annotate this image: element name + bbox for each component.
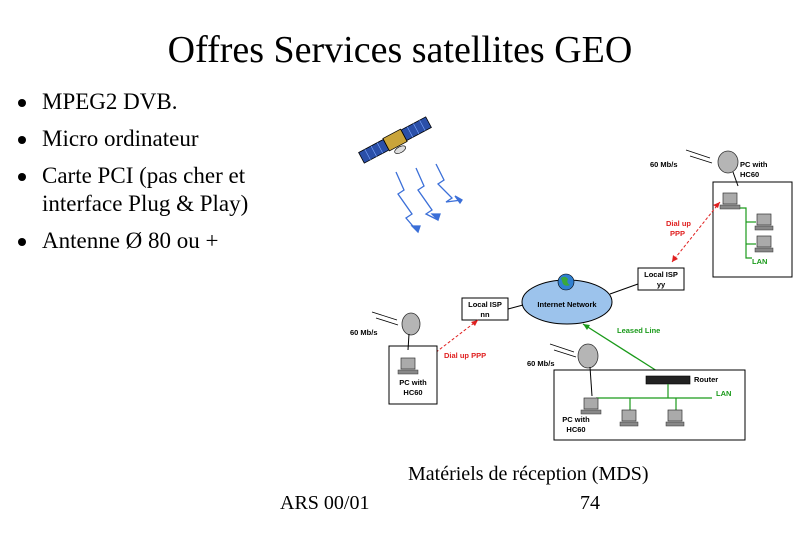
- leased-line-label: Leased Line: [617, 326, 660, 335]
- pc-label: HC60: [566, 425, 585, 434]
- lan-label: LAN: [716, 389, 731, 398]
- lan-computer-icon: [754, 213, 774, 253]
- bullet-item: Micro ordinateur: [14, 125, 314, 153]
- remote-site-box: [388, 345, 438, 405]
- isp-link: [507, 304, 524, 310]
- speed-label: 60 Mb/s: [527, 359, 555, 368]
- antenna-dish-icon: [401, 312, 421, 351]
- pc-label: HC60: [740, 170, 759, 179]
- satellite-icon: [358, 116, 432, 164]
- downlink-signal-icon: [395, 163, 463, 234]
- bullet-item: Antenne Ø 80 ou +: [14, 227, 314, 255]
- speed-label: 60 Mb/s: [650, 160, 678, 169]
- antenna-dish-icon: [577, 343, 599, 397]
- signal-arrows-icon: [549, 343, 577, 358]
- bullet-dot-icon: [18, 238, 26, 246]
- isp-label: yy: [657, 280, 666, 289]
- slide-title: Offres Services satellites GEO: [167, 29, 633, 71]
- globe-icon: [557, 273, 575, 291]
- signal-arrows-icon: [685, 149, 713, 164]
- bullet-item: MPEG2 DVB.: [14, 88, 314, 116]
- speed-label: 60 Mb/s: [350, 328, 378, 337]
- local-isp-yy-box: [637, 267, 685, 291]
- router-icon: [645, 375, 691, 385]
- page-number: 74: [580, 492, 600, 514]
- isp-label: Local ISP: [468, 300, 502, 309]
- dialup-label: PPP: [670, 229, 685, 238]
- bullet-dot-icon: [18, 173, 26, 181]
- bullet-dot-icon: [18, 99, 26, 107]
- lan-computer-icon: [619, 409, 685, 427]
- signal-arrows-icon: [371, 311, 399, 326]
- computer-icon: [397, 357, 419, 375]
- isp-label: nn: [480, 310, 490, 319]
- isp-link: [609, 283, 639, 295]
- dialup-link: [671, 201, 721, 263]
- pc-label: PC with: [740, 160, 768, 169]
- footer-caption: Matériels de réception (MDS): [408, 463, 649, 485]
- lan-line: [596, 384, 712, 410]
- leased-line-link: [582, 323, 669, 379]
- dialup-link: [417, 319, 479, 367]
- pc-label: PC with: [562, 415, 590, 424]
- dialup-label: Dial up: [666, 219, 691, 228]
- bullet-list: MPEG2 DVB. Micro ordinateur Carte PCI (p…: [14, 88, 314, 264]
- lan-label: LAN: [752, 257, 767, 266]
- antenna-dish-icon: [717, 150, 739, 187]
- pc-label: PC with: [399, 378, 427, 387]
- lan-line: [740, 207, 756, 259]
- router-label: Router: [694, 375, 718, 384]
- bullet-dot-icon: [18, 136, 26, 144]
- computer-icon: [580, 397, 602, 415]
- internet-network-label: Internet Network: [537, 300, 597, 309]
- dialup-label: Dial up PPP: [444, 351, 486, 360]
- pc-label: HC60: [403, 388, 422, 397]
- computer-icon: [719, 192, 741, 210]
- bullet-item: Carte PCI (pas cher et interface Plug & …: [14, 162, 314, 218]
- footer-course: ARS 00/01: [280, 492, 370, 514]
- isp-label: Local ISP: [644, 270, 678, 279]
